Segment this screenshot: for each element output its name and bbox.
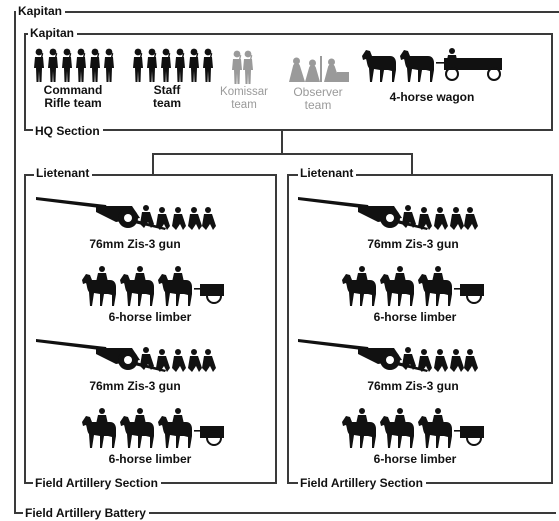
- right-section-footer: Field Artillery Section: [298, 476, 426, 490]
- battery-top-line: [14, 11, 559, 13]
- komissar-team-icon: [232, 50, 253, 84]
- horse-limber-icon: [80, 408, 230, 450]
- battery-footer-label: Field Artillery Battery: [23, 506, 149, 520]
- staff-team-icon: [133, 48, 213, 82]
- right-section-commander-label: Lietenant: [298, 166, 357, 180]
- horse-wagon-caption: 4-horse wagon: [389, 90, 475, 104]
- left-limber-2-caption: 6-horse limber: [108, 452, 192, 466]
- hq-section-footer: HQ Section: [33, 124, 103, 138]
- hq-connector-stem: [281, 131, 283, 155]
- right-section-connector: [411, 153, 413, 176]
- left-section-connector: [152, 153, 154, 176]
- battery-commander-label: Kapitan: [16, 4, 66, 18]
- right-limber-1-caption: 6-horse limber: [373, 310, 457, 324]
- observer-team-icon: [289, 56, 349, 82]
- horse-limber-icon: [82, 266, 224, 306]
- left-section-commander-label: Lietenant: [34, 166, 93, 180]
- field-gun-icon: [298, 336, 480, 376]
- right-limber-2-caption: 6-horse limber: [373, 452, 457, 466]
- section-connector-bar: [152, 153, 413, 155]
- hq-section-box: [24, 33, 553, 131]
- left-limber-1-caption: 6-horse limber: [108, 310, 192, 324]
- right-gun-2-caption: 76mm Zis-3 gun: [367, 379, 459, 393]
- field-gun-icon: [36, 197, 216, 230]
- battery-frame: [14, 11, 556, 514]
- right-gun-1-caption: 76mm Zis-3 gun: [367, 237, 459, 251]
- field-gun-icon: [36, 336, 218, 376]
- command-rifle-team-icon: [34, 48, 114, 82]
- horse-limber-icon: [340, 408, 490, 450]
- horse-limber-icon: [340, 266, 490, 308]
- hq-commander-label: Kapitan: [28, 26, 78, 40]
- left-gun-1-caption: 76mm Zis-3 gun: [89, 237, 181, 251]
- left-gun-2-caption: 76mm Zis-3 gun: [89, 379, 181, 393]
- left-section-footer: Field Artillery Section: [33, 476, 161, 490]
- horse-wagon-icon: [362, 48, 502, 82]
- field-gun-icon: [298, 194, 480, 234]
